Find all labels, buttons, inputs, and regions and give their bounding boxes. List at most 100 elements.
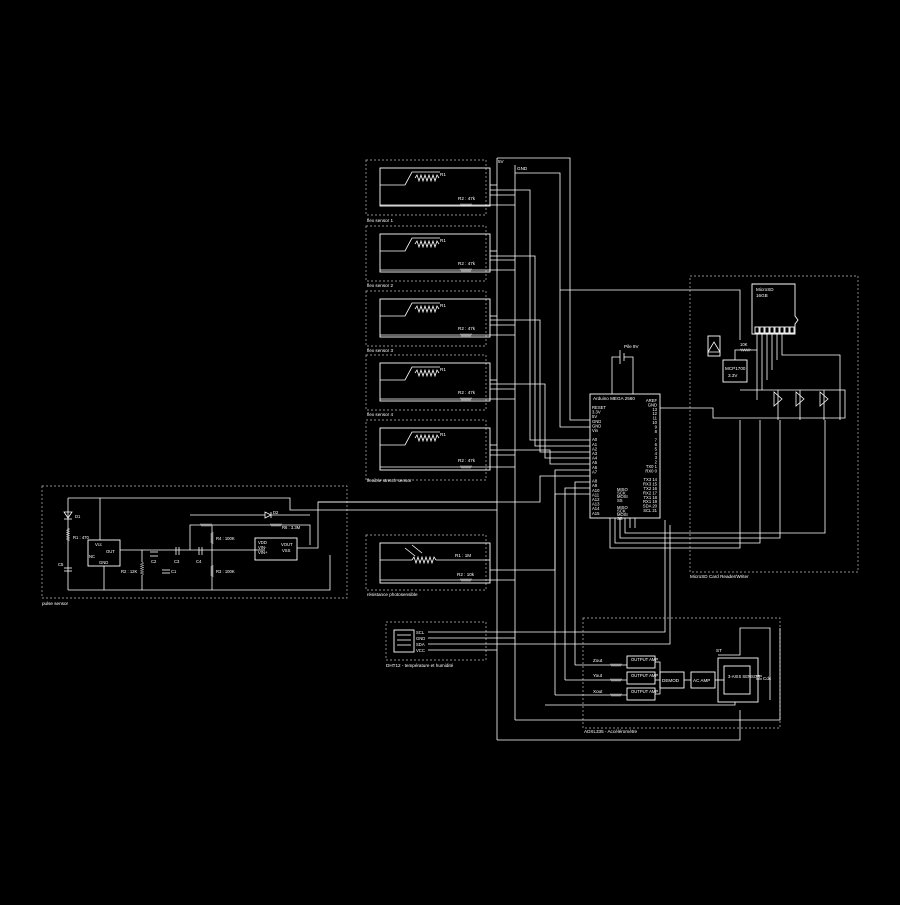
arduino-pin-label: 4 (655, 451, 658, 456)
arduino-pin-label: A3 (592, 451, 598, 456)
arduino-pin-label: 12 (652, 411, 657, 416)
flex-sensor-frame (365, 159, 487, 216)
arduino-pin-label: 9 (655, 424, 658, 429)
flex-sensor: R1 R2 : 47k flex sensor 4 (365, 354, 515, 417)
adxl-core-frame (717, 657, 759, 703)
pulse-sensor-label: pulse sensor (42, 601, 69, 606)
arduino-pin-label: 3.3V (592, 410, 601, 415)
arduino-pin-label: A7 (592, 469, 598, 474)
ic1-pin-gnd: GND (99, 560, 108, 565)
output-amp-y (626, 671, 656, 685)
c2-label: C2 (151, 559, 157, 564)
arduino-pin-label: A10 (592, 488, 600, 493)
output-amp-y-label: OUTPUT AMP (631, 673, 658, 678)
arduino-pin-label: Vin (592, 428, 599, 433)
demod-label: DEMOD (662, 678, 680, 683)
arduino-pin-label: TX0 1 (646, 464, 658, 469)
arduino-bottom-pins (609, 518, 636, 528)
pulse-ic2-opamp (254, 537, 298, 561)
output-amp-x-label: OUTPUT AMP (631, 689, 658, 694)
flex-sensor-frame (365, 225, 487, 282)
arduino-pin-label: A8 (592, 479, 598, 484)
arduino-pin-label: SCK (617, 509, 626, 514)
flex-r2-label: R2 : 47k (458, 261, 476, 266)
arduino-pin-label: RESET (592, 405, 606, 410)
ic2-pin-vout: VOUT (281, 542, 293, 547)
sd-card-module: MicroSD Card Reader/Writer MicroSD 16GB … (689, 275, 859, 579)
arduino-pin-label: A12 (592, 497, 600, 502)
photo-r2-label: R2 : 10k (457, 572, 475, 577)
d1-diode-symbol (63, 511, 73, 519)
dht12-pin-vcc: VCC (416, 648, 425, 653)
arduino-pin-label: A0 (592, 437, 598, 442)
arduino-pin-label: 5 (655, 446, 658, 451)
arduino-pin-label: SCL 21 (643, 508, 657, 513)
photo-r1-label: R1 : 1M (455, 553, 471, 558)
stretch-sensor-label: flexible stretch sensor (367, 478, 412, 483)
arduino-pin-label: A4 (592, 456, 598, 461)
ic2-pin-vdd: VDD (258, 540, 267, 545)
ic2-pin-vss: VSS (282, 548, 291, 553)
output-amp-z-label: OUTPUT AMP (631, 657, 658, 662)
dht12-pin-scl: SCL (416, 630, 425, 635)
arduino-pin-label: AREF (646, 398, 658, 403)
arduino-pin-label: RX0 0 (645, 468, 657, 473)
arduino-pin-label: A5 (592, 460, 598, 465)
microsd-size-label: 16GB (756, 293, 768, 298)
r2-resistor-symbol (140, 561, 144, 576)
arduino-pin-label: SCK (617, 491, 626, 496)
arduino-pin-label: RX1 19 (643, 499, 658, 504)
arduino-pin-label: SDA 20 (643, 504, 658, 509)
dht12-pin-gnd: GND (416, 636, 425, 641)
xout-label: Xout (593, 689, 603, 694)
dht12-label: DHT12 - température et humidité (386, 663, 454, 668)
flex-r1-label: R1 (440, 303, 446, 308)
three-axis-sensor-block (723, 665, 751, 695)
arduino-pin-label: TX1 18 (643, 495, 657, 500)
flex-sensor: R1 R2 : 47k flex sensor 3 (365, 290, 515, 353)
sd-module-label: MicroSD Card Reader/Writer (690, 574, 749, 579)
stretch-sensor: R1 R2 : 47k flexible stretch sensor (365, 419, 515, 483)
arduino-pin-label: MOSI (617, 512, 628, 517)
arduino-pin-label: GND (592, 419, 601, 424)
d1-label: D1 (75, 514, 81, 519)
flex-sensor-body (379, 362, 491, 402)
arduino-pin-label: 11 (653, 416, 658, 421)
dht12-sensor-body (393, 629, 415, 653)
flex-sensor-frame (365, 354, 487, 411)
arduino-pin-label: SS (617, 498, 623, 503)
c3-label: C3 (174, 559, 180, 564)
arduino-pin-label: A15 (592, 511, 600, 516)
arduino-pin-label: 2 (655, 460, 658, 465)
arduino-pin-label: 10 (652, 420, 657, 425)
arduino-pin-label: A14 (592, 506, 600, 511)
flex-sensor-label: flex sensor 4 (367, 412, 393, 417)
arduino-pin-label: GND (592, 423, 601, 428)
adxl335-module: ADXL335 - Accéléromètre OUTPUT AMP OUTPU… (497, 617, 781, 741)
arduino-pin-label: A1 (592, 442, 598, 447)
flex-r2-label: R2 : 47k (458, 326, 476, 331)
st-label: ST (716, 648, 722, 653)
microsd-card-label: MicroSD (756, 287, 774, 292)
stretch-r1-label: R1 (440, 432, 446, 437)
c5-label: C5 (58, 562, 64, 567)
stretch-sensor-body (379, 427, 491, 471)
arduino-title: Arduino MEGA 2560 (593, 396, 635, 401)
r4-label: R4 : 100K (216, 536, 235, 541)
photoresistor-frame (365, 534, 487, 591)
dht12-frame (385, 621, 487, 661)
c1-label: C1 (171, 569, 177, 574)
sd-resistor-label: 10K (740, 342, 748, 347)
arduino-pin-label: RX2 17 (643, 490, 658, 495)
dht12-pin-sda: SDA (416, 642, 425, 647)
arduino-pin-label: A13 (592, 502, 600, 507)
arduino-pin-label: A11 (592, 492, 600, 497)
flex-sensor-label: flex sensor 3 (367, 348, 393, 353)
flex-sensor-label: flex sensor 1 (367, 218, 393, 223)
photoresistor-label: résistance photosensible (367, 592, 418, 597)
r1-label: R1 : 470 (73, 535, 90, 540)
ic1-pin-nc: NC (89, 554, 95, 559)
r2-label: R2 : 12K (121, 569, 138, 574)
dht12-module: SCL GND SDA VCC DHT12 - température et h… (385, 520, 671, 668)
